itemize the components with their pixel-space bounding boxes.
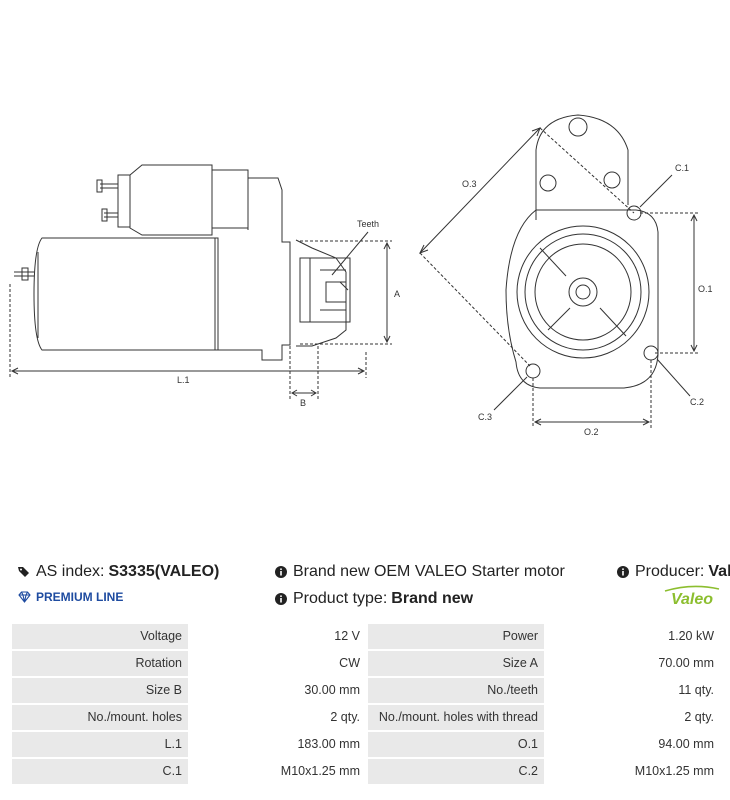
dimension-l1-label: L.1 [177,375,190,385]
spec-label: O.1 [366,730,546,759]
dimension-c3-label: C.3 [478,412,492,422]
producer: Producer: Valeo [617,563,730,581]
spec-label: Power [366,622,546,651]
spec-label: No./mount. holes with thread [366,703,546,732]
specifications-table: Voltage 12 V Power 1.20 kW Rotation CW S… [10,622,722,786]
valeo-logo: Valeo [663,583,721,611]
spec-value: 2 qty. [544,703,722,732]
table-row: Size B 30.00 mm No./teeth 11 qty. [10,676,722,705]
spec-value: 2 qty. [188,703,368,732]
dimension-o1-label: O.1 [698,284,713,294]
diamond-icon [18,591,31,603]
dimension-o3-label: O.3 [462,179,477,189]
table-row: L.1 183.00 mm O.1 94.00 mm [10,730,722,759]
table-row: Rotation CW Size A 70.00 mm [10,649,722,678]
producer-value: Valeo [708,563,730,580]
spec-value: M10x1.25 mm [188,757,368,786]
spec-label: Size A [366,649,546,678]
side-view-drawing [9,164,392,400]
front-view-drawing [418,114,700,428]
spec-value: M10x1.25 mm [544,757,722,786]
dimension-o2-label: O.2 [584,427,599,437]
spec-value: 70.00 mm [544,649,722,678]
spec-label: No./mount. holes [10,703,190,732]
as-index-value: S3335(VALEO) [108,563,220,580]
description: Brand new OEM VALEO Starter motor [275,563,565,581]
technical-drawing: Teeth A B L.1 O.1 O.2 O.3 C.1 C.2 C.3 [9,114,713,437]
svg-text:Valeo: Valeo [671,591,713,608]
dimension-b-label: B [300,398,306,408]
table-row: Voltage 12 V Power 1.20 kW [10,622,722,651]
spec-label: Rotation [10,649,190,678]
dimension-c1-label: C.1 [675,163,689,173]
product-type-label: Product type: [293,590,388,607]
spec-label: C.2 [366,757,546,786]
spec-value: 183.00 mm [188,730,368,759]
as-index-label: AS index: [36,563,105,580]
spec-value: CW [188,649,368,678]
description-text: Brand new OEM VALEO Starter motor [293,563,565,580]
spec-value: 1.20 kW [544,622,722,651]
product-type: Product type: Brand new [275,590,473,608]
spec-label: Size B [10,676,190,705]
dimension-a-label: A [394,289,400,299]
premium-line-badge: PREMIUM LINE [18,590,123,604]
spec-value: 11 qty. [544,676,722,705]
info-icon [275,593,287,605]
producer-label: Producer: [635,563,705,580]
spec-label: No./teeth [366,676,546,705]
as-index: AS index: S3335(VALEO) [18,563,219,581]
spec-value: 12 V [188,622,368,651]
table-row: C.1 M10x1.25 mm C.2 M10x1.25 mm [10,757,722,786]
spec-label: C.1 [10,757,190,786]
info-icon [275,566,287,578]
tag-icon [18,566,30,578]
spec-value: 30.00 mm [188,676,368,705]
info-icon [617,566,629,578]
product-type-value: Brand new [391,590,474,607]
premium-line-label: PREMIUM LINE [36,590,124,604]
teeth-label: Teeth [357,219,379,229]
dimension-c2-label: C.2 [690,397,704,407]
table-row: No./mount. holes 2 qty. No./mount. holes… [10,703,722,732]
spec-label: Voltage [10,622,190,651]
spec-value: 94.00 mm [544,730,722,759]
spec-label: L.1 [10,730,190,759]
